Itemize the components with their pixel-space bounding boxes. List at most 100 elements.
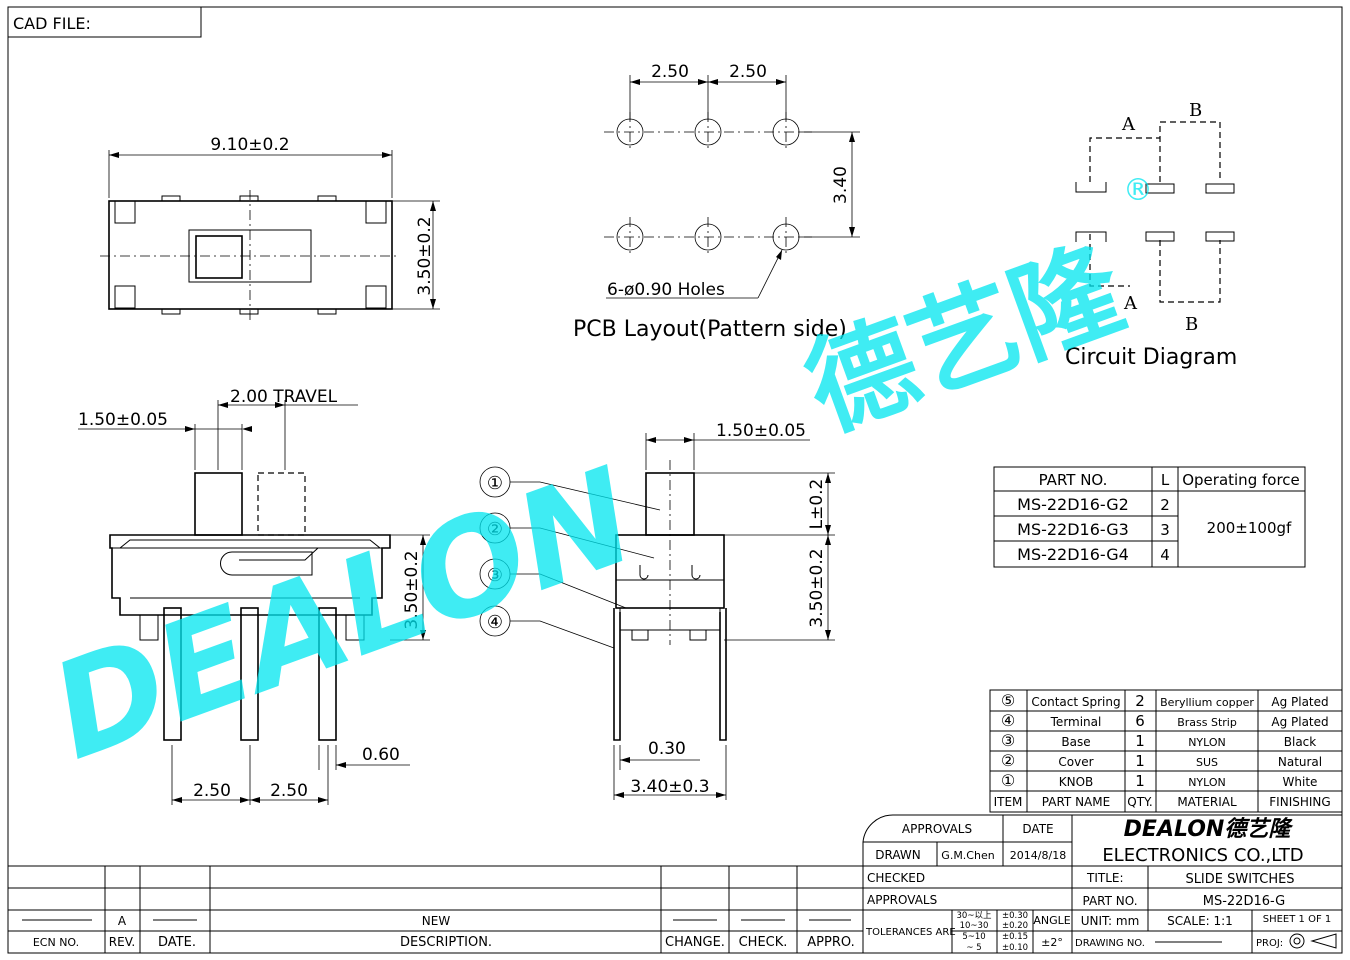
top-view: 9.10±0.2 3.50±0.2 [100, 135, 440, 320]
part-table-header-l: L [1161, 471, 1170, 489]
bom-row-2-material: Brass Strip [1177, 716, 1237, 729]
side-knob-dim: 1.50±0.05 [716, 421, 806, 441]
tb-proj-label: PROJ: [1256, 938, 1283, 949]
revision-block: A NEW ECN NO. REV. DATE. DESCRIPTION. CH… [8, 865, 863, 953]
watermark-registered: ® [1123, 173, 1153, 208]
front-view: 2.00 TRAVEL 1.50±0.05 3.50±0.2 2.50 2.50 [78, 387, 430, 805]
part-row-3-l: 4 [1160, 546, 1170, 564]
tb-checked-label: CHECKED [867, 871, 925, 885]
tb-approvals2-label: APPROVALS [867, 893, 937, 907]
circuit-label-b-top: B [1189, 100, 1202, 121]
bom-header-name: PART NAME [1042, 795, 1110, 809]
bom-header-material: MATERIAL [1177, 795, 1237, 809]
tol-range-4: ~ 5 [966, 943, 981, 953]
tol-range-1: 30~以上 [957, 911, 992, 921]
tb-angle-value: ±2° [1041, 936, 1063, 949]
side-callout-3: ③ [487, 565, 503, 586]
tb-partno-value: MS-22D16-G [1203, 894, 1286, 909]
side-knob-height-dim: L±0.2 [807, 479, 827, 530]
tb-drawn-label: DRAWN [875, 848, 921, 862]
part-row-2-partno: MS-22D16-G3 [1017, 520, 1129, 539]
projection-symbol-icon [1289, 933, 1337, 949]
bom-row-4-name: Cover [1058, 755, 1093, 769]
title-block: APPROVALS DATE DRAWN G.M.Chen 2014/8/18 … [862, 814, 1342, 953]
tb-drawn-by: G.M.Chen [941, 849, 994, 862]
rev-description-value: NEW [422, 914, 451, 928]
tb-title-label: TITLE: [1086, 871, 1124, 885]
tb-approvals-label: APPROVALS [902, 822, 972, 836]
bom-row-2-no: ④ [1001, 711, 1015, 730]
watermark-text: DEALON [33, 439, 653, 790]
watermark-cn-text: 德艺隆 [791, 225, 1140, 454]
bom-row-4-qty: 1 [1135, 752, 1145, 770]
company-logo: DEALON德艺隆 [1124, 817, 1295, 842]
bom-row-1-material: Beryllium copper [1160, 696, 1254, 709]
bom-row-2-name: Terminal [1050, 715, 1102, 729]
bom-row-3-material: NYLON [1188, 736, 1226, 749]
part-number-table: PART NO. L Operating force MS-22D16-G2 2… [993, 466, 1306, 568]
pcb-pitch-2: 2.50 [729, 62, 767, 82]
circuit-diagram: A B A B Circuit Diagram [1065, 100, 1237, 370]
rev-header-rev: REV. [109, 935, 135, 949]
bill-of-materials [989, 689, 1343, 813]
side-pin-thickness-dim: 0.30 [648, 739, 686, 759]
rev-value: A [118, 914, 127, 928]
bom-row-5-name: KNOB [1059, 775, 1094, 789]
bom-header: ITEM PART NAME QTY. MATERIAL FINISHING [994, 795, 1331, 809]
watermark-logo: DEALON 德艺隆 ® [33, 173, 1153, 790]
drawing-frame [7, 6, 1343, 954]
tb-date-label: DATE [1022, 822, 1053, 836]
bom-header-qty: QTY. [1127, 795, 1153, 809]
part-table-header-partno: PART NO. [1039, 471, 1108, 489]
bom-header-item: ITEM [994, 795, 1023, 809]
cad-file-label: CAD FILE: [13, 14, 91, 33]
rev-header-description: DESCRIPTION. [400, 935, 492, 950]
pcb-pitch-1: 2.50 [651, 62, 689, 82]
tol-range-3: 5~10 [962, 932, 985, 942]
bom-row-1-qty: 2 [1135, 692, 1145, 710]
rev-header-appro: APPRO. [807, 935, 854, 950]
side-callout-4: ④ [487, 612, 503, 633]
bom-row-3-name: Base [1061, 735, 1090, 749]
tol-value-1: ±0.30 [1002, 911, 1028, 921]
front-body-height-dim: 3.50±0.2 [402, 550, 422, 629]
tb-unit: UNIT: mm [1081, 914, 1140, 928]
tb-partno-label: PART NO. [1082, 894, 1137, 908]
part-row-3-partno: MS-22D16-G4 [1017, 545, 1129, 564]
pcb-row-gap: 3.40 [831, 166, 851, 204]
bom-row-5-finish: White [1283, 775, 1318, 789]
circuit-title: Circuit Diagram [1065, 345, 1237, 370]
bom-row-2-qty: 6 [1135, 712, 1145, 730]
bom-row-1-finish: Ag Plated [1271, 695, 1328, 709]
tol-value-2: ±0.20 [1002, 921, 1028, 931]
top-width-dim: 9.10±0.2 [210, 135, 289, 155]
bom-row-3-no: ③ [1001, 731, 1015, 750]
bom-header-finish: FINISHING [1269, 795, 1330, 809]
tb-angle-label: ANGLE [1033, 914, 1070, 927]
side-body-height-dim: 3.50±0.2 [807, 548, 827, 627]
bom-row-4-material: SUS [1196, 756, 1218, 769]
operating-force-value: 200±100gf [1207, 519, 1292, 537]
tol-value-3: ±0.15 [1002, 932, 1028, 942]
pcb-layout: 2.50 2.50 3.40 6-ø0.90 Holes PCB Layout(… [573, 62, 860, 342]
bom-row-2-finish: Ag Plated [1271, 715, 1328, 729]
tb-sheet: SHEET 1 OF 1 [1263, 914, 1332, 925]
part-row-1-partno: MS-22D16-G2 [1017, 495, 1129, 514]
rev-header-date: DATE. [158, 935, 196, 950]
bom-row-1-no: ⑤ [1001, 691, 1015, 710]
part-row-2-l: 3 [1160, 521, 1170, 539]
side-callout-1: ① [487, 473, 503, 494]
side-view: 1.50±0.05 L±0.2 3.50±0.2 ① ② ③ ④ [479, 421, 835, 800]
circuit-label-b-bot: B [1185, 314, 1198, 335]
bom-row-1-name: Contact Spring [1031, 695, 1120, 709]
side-callout-2: ② [487, 519, 503, 540]
tol-value-4: ±0.10 [1002, 943, 1028, 953]
rev-header-change: CHANGE. [665, 935, 725, 950]
front-knob-dim: 1.50±0.05 [78, 410, 168, 430]
part-row-1-l: 2 [1160, 496, 1170, 514]
bom-row-4-finish: Natural [1278, 755, 1322, 769]
bom-rows: ⑤ Contact Spring 2 Beryllium copper Ag Plate… [1001, 691, 1329, 790]
bom-row-3-qty: 1 [1135, 732, 1145, 750]
bom-row-3-finish: Black [1284, 735, 1317, 749]
